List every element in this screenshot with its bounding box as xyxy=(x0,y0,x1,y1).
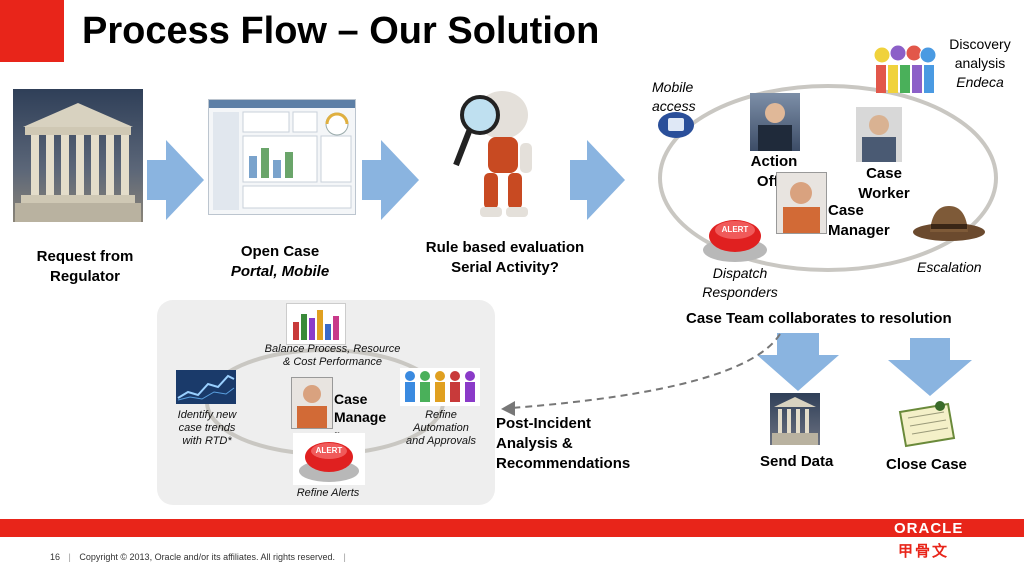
step-request-label: Request from Regulator xyxy=(20,247,150,287)
bar-chart-icon xyxy=(286,303,346,345)
post-incident-label: Post-Incident Analysis & Recommendations xyxy=(496,414,630,474)
step-request-line1: Request from xyxy=(36,248,134,265)
dashboard-screenshot xyxy=(208,99,356,215)
panel-alert-button-icon: ALERT xyxy=(293,433,365,485)
refine-alerts-label: Refine Alerts xyxy=(296,487,360,499)
step-open-case-line2: Portal, Mobile xyxy=(230,263,330,280)
step-rule-line2: Serial Activity? xyxy=(451,259,559,276)
post-incident-line2: Analysis & xyxy=(496,435,573,452)
flow-arrow-2-head xyxy=(381,140,419,220)
footer-text: 16 | Copyright © 2013, Oracle and/or its… xyxy=(50,552,346,562)
discovery-line3: Endeca xyxy=(956,74,1004,90)
mobile-icon xyxy=(656,110,696,140)
balance-line2: & Cost Performance xyxy=(282,356,383,368)
alert-button-icon: ALERT xyxy=(700,212,770,264)
dispatch-line1: Dispatch xyxy=(712,265,768,281)
balance-label: Balance Process, Resource & Cost Perform… xyxy=(255,343,410,369)
robot-magnifier-image xyxy=(440,85,550,225)
flow-arrow-2-shaft xyxy=(362,160,382,200)
panel-alert-button-text: ALERT xyxy=(316,446,343,455)
discovery-line1: Discovery xyxy=(949,36,1011,52)
send-data-label: Send Data xyxy=(760,453,834,470)
action-line1: Action xyxy=(750,153,798,170)
courthouse-image xyxy=(13,89,143,222)
case-manager-label: Case Manager xyxy=(828,201,890,241)
case-manager-line2: Manager xyxy=(828,222,890,239)
brand-corner xyxy=(0,0,64,62)
flow-arrow-3-shaft xyxy=(570,160,588,200)
step-open-case-line1: Open Case xyxy=(240,243,320,260)
dispatch-label: Dispatch Responders xyxy=(690,264,790,302)
step-rule-label: Rule based evaluation Serial Activity? xyxy=(400,238,610,278)
feedback-dashed-arrow xyxy=(501,333,781,416)
trends-line1: Identify new xyxy=(177,409,237,421)
action-officer-photo xyxy=(750,93,800,151)
collaboration-caption: Case Team collaborates to resolution xyxy=(686,310,952,327)
scroll-icon xyxy=(892,398,962,450)
case-manager-line1: Case xyxy=(828,202,864,219)
copyright-text: Copyright © 2013, Oracle and/or its affi… xyxy=(79,552,335,562)
mobile-line1: Mobile xyxy=(652,79,694,95)
automation-label: Refine Automation and Approvals xyxy=(398,409,484,448)
panel-case-manager-photo xyxy=(291,377,333,429)
panel-case-manager-line1: Case xyxy=(334,391,368,407)
mobile-access-label: Mobile access xyxy=(652,78,696,116)
oracle-logo: ORACLE xyxy=(894,520,964,537)
trends-line3: with RTD* xyxy=(182,435,232,447)
down-arrow-send xyxy=(757,333,839,391)
close-case-label: Close Case xyxy=(886,456,967,473)
escalation-label: Escalation xyxy=(917,259,982,275)
dispatch-line2: Responders xyxy=(702,284,778,300)
collaboration-ring xyxy=(658,84,998,272)
case-worker-label: Case Worker xyxy=(850,164,918,204)
people-icon xyxy=(870,43,942,95)
step-request-line2: Regulator xyxy=(49,268,120,285)
trend-chart-icon xyxy=(176,370,236,404)
send-data-courthouse-image xyxy=(770,393,820,445)
alert-button-text: ALERT xyxy=(722,225,749,234)
case-worker-line1: Case xyxy=(866,165,902,182)
flow-arrow-1-shaft xyxy=(147,160,167,200)
balance-line1: Balance Process, Resource xyxy=(264,343,401,355)
case-manager-photo xyxy=(776,172,827,234)
discovery-label: Discovery analysis Endeca xyxy=(940,35,1020,92)
case-worker-photo xyxy=(856,107,902,162)
flow-arrow-3-head xyxy=(587,140,625,220)
automation-line2: Automation xyxy=(413,422,469,434)
post-incident-line3: Recommendations xyxy=(496,455,631,472)
oracle-cn-logo: 甲骨文 xyxy=(898,543,950,560)
automation-line3: and Approvals xyxy=(406,435,476,447)
footer-bar xyxy=(0,519,1024,537)
page-title: Process Flow – Our Solution xyxy=(82,10,600,52)
trends-label: Identify new case trends with RTD* xyxy=(168,409,246,448)
hat-icon xyxy=(910,200,988,244)
panel-case-manager-line2: Manage xyxy=(334,409,387,425)
step-rule-line1: Rule based evaluation xyxy=(425,239,585,256)
trends-line2: case trends xyxy=(178,422,236,434)
case-worker-line2: Worker xyxy=(858,185,910,202)
page-number: 16 xyxy=(50,552,61,562)
flow-arrow-1-head xyxy=(166,140,204,220)
post-incident-line1: Post-Incident xyxy=(496,415,592,432)
puzzle-people-icon xyxy=(400,368,480,406)
automation-line1: Refine xyxy=(425,409,457,421)
down-arrow-close xyxy=(888,338,972,396)
discovery-line2: analysis xyxy=(954,55,1006,71)
mobile-line2: access xyxy=(652,98,696,114)
step-open-case-label: Open Case Portal, Mobile xyxy=(205,242,355,282)
